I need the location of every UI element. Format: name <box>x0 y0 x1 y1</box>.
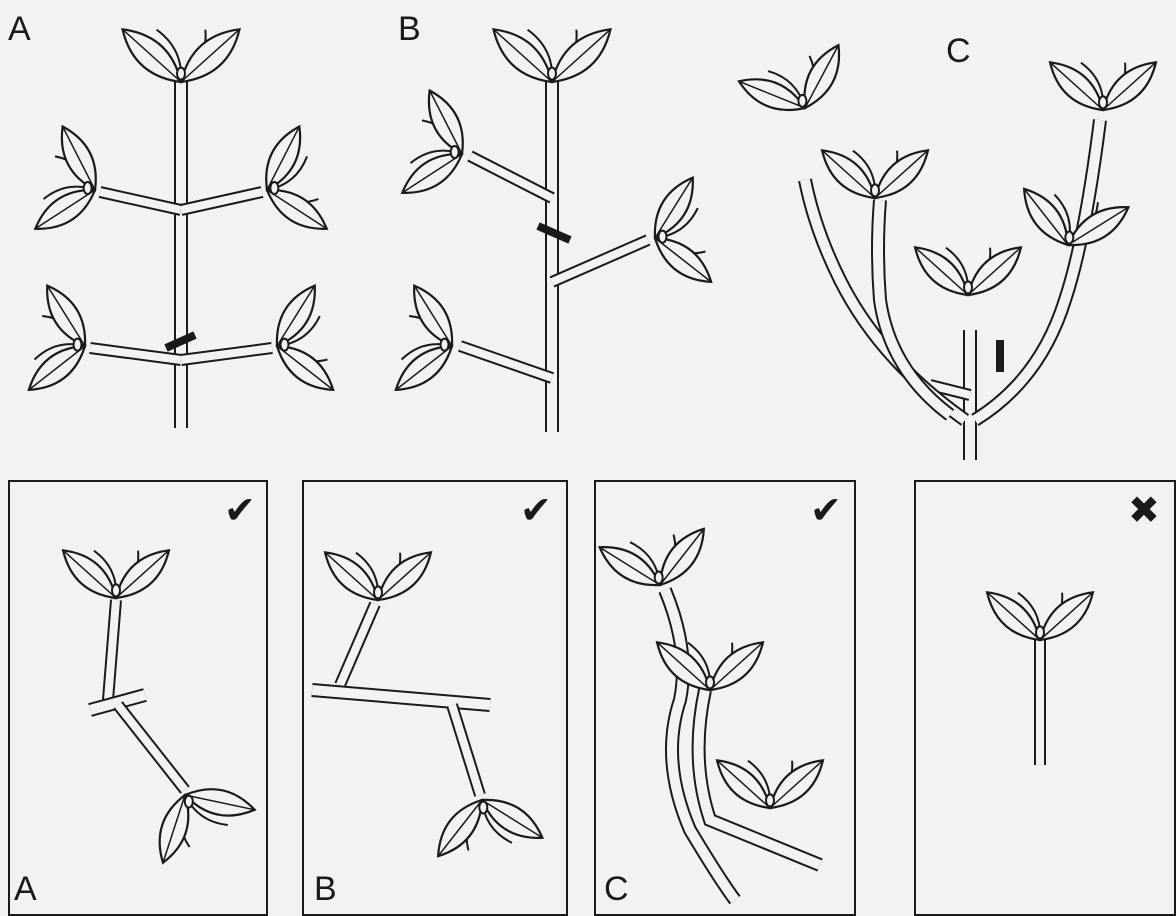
bud <box>706 676 714 688</box>
leaf-midrib <box>987 592 1040 640</box>
bud <box>1036 626 1044 638</box>
leaf-midrib <box>717 760 770 808</box>
bud <box>1065 232 1073 244</box>
leaf-midrib <box>1103 62 1156 110</box>
bud <box>74 339 82 351</box>
bud <box>479 801 487 813</box>
leaf-midrib <box>710 642 763 690</box>
leaf-midrib <box>552 29 611 82</box>
leaf-midrib <box>122 29 181 82</box>
bud <box>374 586 382 598</box>
bud <box>1099 96 1107 108</box>
bud <box>658 231 666 243</box>
leaf-midrib <box>493 29 552 82</box>
bud <box>548 68 556 80</box>
leaf-midrib <box>63 550 116 598</box>
bud <box>84 182 92 194</box>
stem-core <box>100 192 181 210</box>
bud <box>112 584 120 596</box>
stem-core <box>470 156 552 198</box>
bud <box>441 339 449 351</box>
stem-core <box>118 705 185 790</box>
leaf-midrib <box>822 150 875 198</box>
stem-core <box>452 705 480 795</box>
leaf-midrib <box>770 760 823 808</box>
leaf-midrib <box>116 550 169 598</box>
leaf-midrib <box>1040 592 1093 640</box>
leaf-midrib <box>915 247 968 295</box>
bud <box>964 281 972 293</box>
stem-core <box>340 604 375 685</box>
leaf-midrib <box>875 150 928 198</box>
stem-core <box>181 192 262 210</box>
bud <box>798 95 806 107</box>
bud <box>655 572 663 584</box>
leaf-midrib <box>968 247 1021 295</box>
bud <box>871 184 879 196</box>
bud <box>766 794 774 806</box>
leaf-midrib <box>378 552 431 600</box>
bud <box>185 796 193 808</box>
bud <box>177 68 185 80</box>
leaf-midrib <box>181 29 240 82</box>
stem-core <box>552 240 648 282</box>
stem-core <box>460 346 552 378</box>
leaf-midrib <box>325 552 378 600</box>
bud <box>280 339 288 351</box>
bud <box>451 146 459 158</box>
bud <box>270 182 278 194</box>
leaf-midrib <box>1050 62 1103 110</box>
